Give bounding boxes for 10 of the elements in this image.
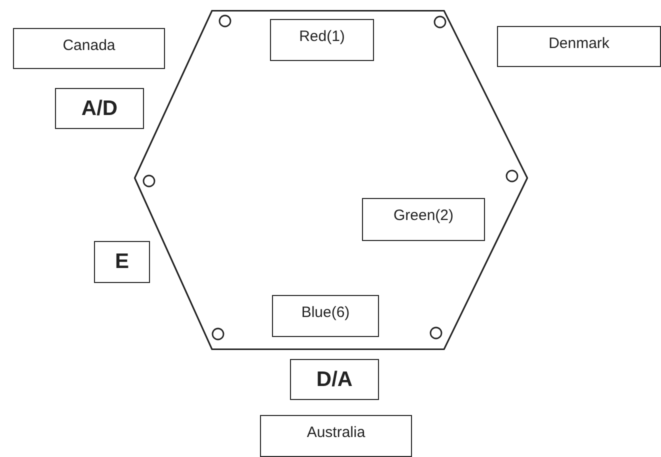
hexagon-outline — [134, 10, 528, 350]
text-box: Denmark — [497, 26, 661, 67]
text-box: Red(1) — [270, 19, 374, 61]
code-box: E — [94, 241, 150, 283]
text-box: Green(2) — [362, 198, 485, 241]
code-box: A/D — [55, 88, 144, 129]
text-box: Blue(6) — [272, 295, 379, 337]
text-box: Canada — [13, 28, 165, 69]
code-box: D/A — [290, 359, 379, 400]
text-box: Australia — [260, 415, 412, 457]
